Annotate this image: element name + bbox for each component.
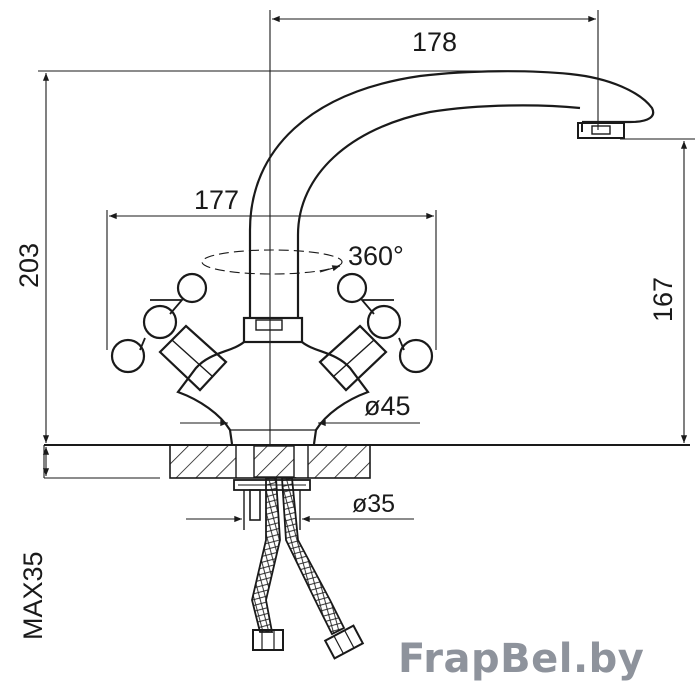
max-thickness-label: MAX35 <box>18 551 48 640</box>
dimension-base-diameter: ø45 <box>180 391 420 427</box>
flexible-hoses <box>251 477 365 660</box>
handle-span-label: 177 <box>194 185 239 215</box>
mount-diameter-label: ø35 <box>352 490 395 518</box>
rotation-indicator: 360° <box>201 241 404 275</box>
dimension-spout-reach: 178 <box>269 10 599 450</box>
dimension-max-thickness: MAX35 <box>18 447 50 640</box>
outlet-height-label: 167 <box>648 277 678 322</box>
total-height-label: 203 <box>14 243 44 288</box>
dimension-mount-diameter: ø35 <box>186 490 414 523</box>
watermark-logo: FrapBel.by <box>398 636 645 682</box>
dimension-outlet-height: 167 <box>620 138 695 443</box>
right-handle <box>318 272 434 392</box>
spout <box>248 70 655 318</box>
dimension-handle-span: 177 <box>106 185 437 350</box>
dimension-total-height: 203 <box>14 70 485 443</box>
spout-reach-label: 178 <box>412 27 457 57</box>
countertop <box>43 444 690 479</box>
faucet-body <box>176 316 370 445</box>
rotation-label: 360° <box>348 241 404 271</box>
left-handle <box>110 272 228 392</box>
base-diameter-label: ø45 <box>364 391 411 421</box>
